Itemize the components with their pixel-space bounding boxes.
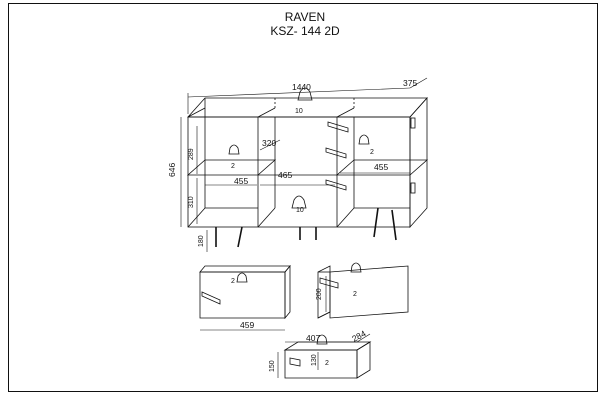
dim-left-section: 455 — [234, 176, 248, 186]
dim-drawer-box-width: 407 — [306, 333, 320, 343]
cabinet-right-side — [409, 96, 428, 229]
dim-upper-compartment: 289 — [188, 148, 195, 160]
dim-middle-section: 465 — [278, 170, 292, 180]
drawer-right: 200 2 — [316, 262, 409, 319]
hardware-bag-top — [297, 87, 313, 101]
model-code: KSZ- 144 2D — [270, 24, 340, 38]
drawer-right-hardware-bag — [350, 262, 362, 273]
dimension-labels: 1440 375 646 320 289 310 180 455 465 455… — [167, 78, 417, 247]
callout-drawer-right: 2 — [353, 291, 357, 298]
callout-drawer-box: 2 — [325, 360, 329, 367]
hinge-bottom — [410, 182, 416, 194]
page-frame — [8, 3, 598, 392]
dim-right-section: 455 — [374, 162, 388, 172]
callout-shelf-left: 2 — [231, 163, 235, 170]
hinge-top — [410, 117, 416, 129]
dimension-lines — [180, 77, 428, 252]
drawer-right-runner — [319, 277, 339, 289]
shelf-pin-bag-right — [358, 134, 370, 145]
dim-drawer-box-depth: 284 — [350, 328, 367, 344]
runner-3 — [325, 179, 347, 191]
callout-drawer-left: 2 — [231, 278, 235, 285]
dim-lower-compartment: 310 — [188, 196, 195, 208]
dim-inner-depth: 320 — [262, 138, 276, 148]
hardware-bag-bottom — [291, 195, 307, 209]
drawer-box: 407 284 150 130 2 — [269, 328, 372, 379]
shelf-pin-bag-left — [228, 144, 240, 155]
callout-shelf-right: 2 — [370, 149, 374, 156]
callout-hardware-top: 10 — [295, 108, 303, 115]
leg-5 — [373, 207, 379, 238]
dim-drawer-width: 459 — [240, 320, 254, 330]
dim-leg-height: 180 — [198, 235, 205, 247]
shelf-right — [335, 159, 429, 176]
product-name: RAVEN — [284, 10, 326, 24]
dim-overall-depth: 375 — [403, 78, 417, 88]
cabinet-top — [187, 97, 428, 118]
callout-hardware-bottom: 10 — [296, 207, 304, 214]
drawer-box-runner — [289, 357, 301, 367]
runner-1 — [327, 121, 349, 133]
dim-overall-height: 646 — [167, 163, 177, 177]
leg-6 — [391, 209, 397, 241]
runner-2 — [325, 147, 347, 159]
dim-drawer-box-outer-height: 150 — [269, 360, 276, 372]
dim-drawer-front-height: 200 — [316, 288, 323, 300]
dim-overall-width: 1440 — [292, 82, 311, 92]
drawer-left-runner — [201, 291, 221, 305]
shelf-left — [186, 159, 277, 176]
drawer-left-hardware-bag — [236, 272, 248, 283]
drawer-box-hardware-bag — [316, 334, 328, 345]
leg-2 — [237, 226, 243, 248]
dim-drawer-box-inner-height: 130 — [311, 354, 318, 366]
cabinet-body — [186, 87, 429, 248]
drawer-left: 2 459 — [199, 264, 291, 331]
